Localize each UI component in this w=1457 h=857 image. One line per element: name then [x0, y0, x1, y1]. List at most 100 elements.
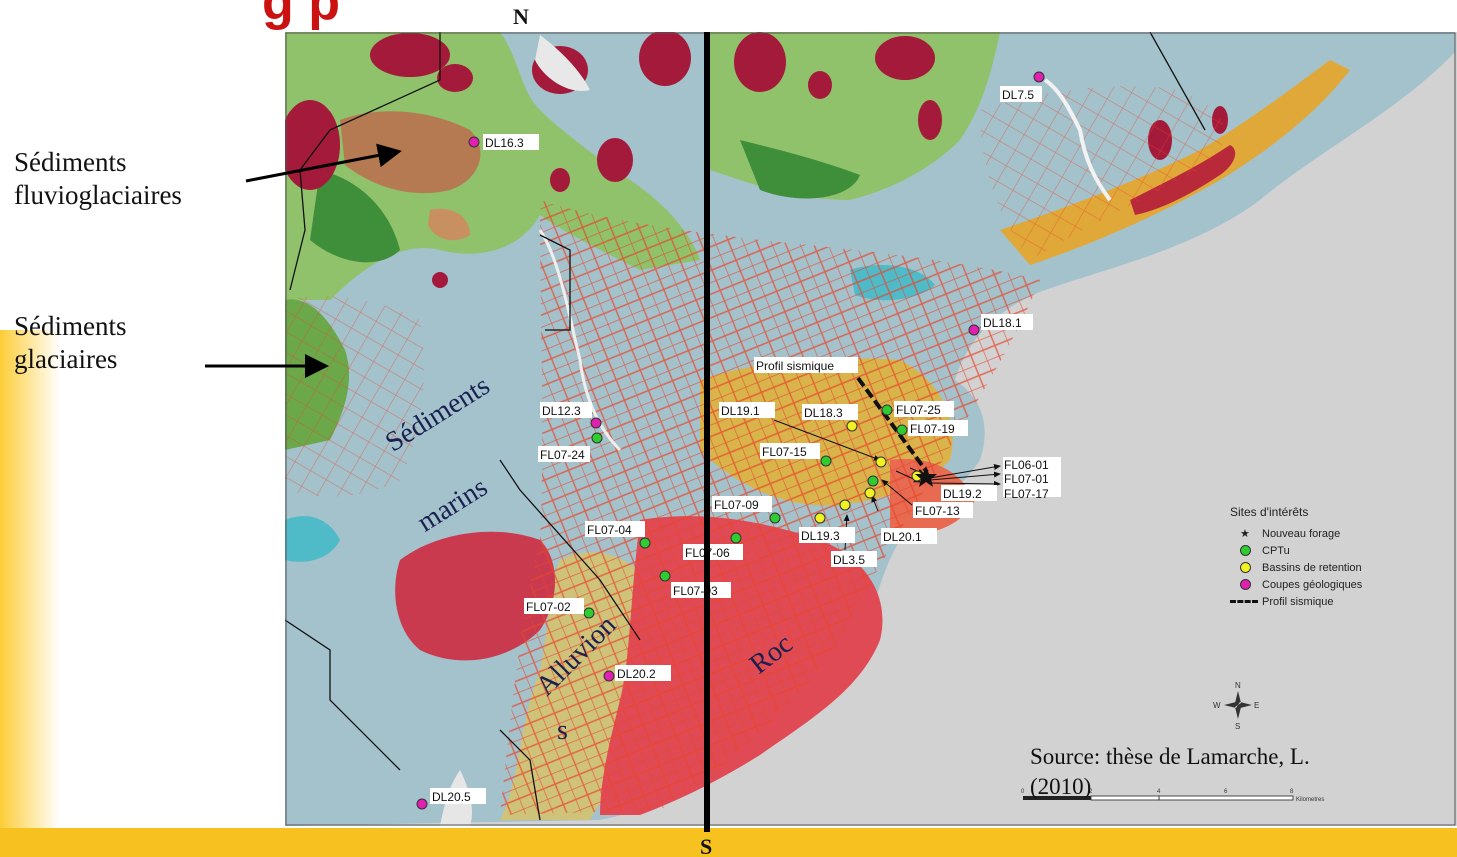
site-label-fl07-19: FL07-19 [910, 422, 955, 436]
marker-new-borehole [915, 466, 937, 487]
marker-fl07-15 [820, 455, 832, 467]
site-label-dl20-1: DL20.1 [883, 530, 922, 544]
label-fluvioglacial-line1: Sédiments [14, 147, 127, 177]
leader-arrows [773, 419, 1001, 551]
marker-dl18-3 [846, 420, 858, 432]
legend-label: Coupes géologiques [1262, 578, 1363, 591]
seismic-profile-line [856, 376, 929, 474]
site-label-fl07-15: FL07-15 [762, 445, 807, 459]
north-arrow-s: S [1235, 722, 1240, 731]
marker-dl20-5 [416, 798, 428, 810]
site-label-dl18-3: DL18.3 [804, 406, 843, 420]
scale-tick-2: 2 [1089, 789, 1093, 795]
road-network-east [980, 86, 1225, 260]
legend-item-sections: Coupes géologiques [1230, 576, 1362, 593]
magenta-dot-icon [1240, 578, 1262, 592]
star-icon: ★ [1240, 528, 1250, 540]
green-dot-icon [1240, 544, 1262, 558]
scale-tick-8: 8 [1290, 789, 1294, 795]
site-label-dl18-1: DL18.1 [983, 316, 1022, 330]
label-fluvioglacial-line2: fluvioglaciaires [14, 180, 182, 210]
marker-dl16-3 [468, 136, 480, 148]
road-network-west [285, 296, 424, 497]
scale-bar: 0 2 4 6 8 Kilometres [1021, 789, 1324, 803]
site-label-fl06-01: FL06-01 [1004, 458, 1049, 472]
marker-fl07-13 [867, 475, 879, 487]
dashed-line-icon [1230, 595, 1262, 609]
stream-ne [1043, 78, 1112, 202]
site-markers [416, 71, 1045, 810]
marker-dl19-3 [814, 512, 826, 524]
map-legend: Sites d'intérêts ★ Nouveau forage CPTu B… [1230, 505, 1362, 610]
site-label-group: DL7.5 DL16.3 DL18.1 DL12.3 FL07-24 Profi… [430, 86, 1061, 804]
legend-item-new-borehole: ★ Nouveau forage [1230, 525, 1362, 542]
glacial-dark-band [310, 170, 400, 263]
north-marker: N [513, 4, 529, 29]
yellow-dot-icon [1240, 561, 1262, 575]
fluvio-region [340, 111, 481, 194]
site-label-dl19-2: DL19.2 [943, 487, 982, 501]
left-gradient-decoration [0, 330, 60, 830]
scale-unit: Kilometres [1296, 797, 1324, 803]
site-label-dl20-5: DL20.5 [432, 790, 471, 804]
scale-tick-6: 6 [1224, 789, 1228, 795]
source-citation: Source: thèse de Lamarche, L. (2010) [1030, 742, 1310, 802]
legend-label: Nouveau forage [1262, 527, 1341, 540]
lake [535, 35, 590, 91]
marker-dl20-2 [603, 670, 615, 682]
site-label-fl07-04: FL07-04 [587, 523, 632, 537]
marker-fl07-06 [730, 532, 742, 544]
north-arrow-e: E [1254, 701, 1259, 710]
legend-label: CPTu [1262, 544, 1290, 557]
source-line2: (2010) [1030, 774, 1092, 799]
marker-fl07-24 [591, 432, 603, 444]
glacial-dark-band-2 [740, 140, 860, 199]
marker-fl07-25 [881, 404, 893, 416]
site-label-dl19-3: DL19.3 [801, 529, 840, 543]
site-label-dl19-1: DL19.1 [721, 404, 760, 418]
label-glacial-line1: Sédiments [14, 311, 127, 341]
marker-dl20-1 [864, 487, 876, 499]
legend-item-cptu: CPTu [1230, 542, 1362, 559]
site-label-fl07-01: FL07-01 [1004, 472, 1049, 486]
site-label-fl07-09: FL07-09 [714, 498, 759, 512]
north-south-line [704, 32, 710, 832]
scale-tick-0: 0 [1021, 789, 1025, 795]
legend-label: Profil sismique [1262, 595, 1334, 608]
map-frame [285, 32, 1456, 826]
marker-dl3-5 [839, 499, 851, 511]
site-label-dl3-5: DL3.5 [833, 553, 865, 567]
scale-tick-4: 4 [1157, 789, 1161, 795]
fluvio-region-small [428, 208, 470, 241]
marker-fl07-04 [639, 537, 651, 549]
admin-boundaries [285, 32, 1206, 821]
rock-region-southwest [395, 531, 555, 661]
site-label-fl07-02: FL07-02 [526, 600, 571, 614]
label-alluvions-2: s [557, 715, 568, 746]
site-label-profil-sismique: Profil sismique [756, 359, 834, 373]
geological-map: DL7.5 DL16.3 DL18.1 DL12.3 FL07-24 Profi… [285, 32, 1457, 826]
north-arrow-icon: N S E W [1213, 681, 1259, 731]
slide-title-fragment: g p [262, 0, 340, 31]
legend-label: Bassins de retention [1262, 561, 1362, 574]
north-arrow-w: W [1213, 701, 1221, 710]
marker-dl19-1 [875, 456, 887, 468]
legend-title: Sites d'intérêts [1230, 505, 1309, 519]
site-label-dl7-5: DL7.5 [1002, 88, 1034, 102]
cyan-patch-west [285, 516, 340, 562]
marker-fl07-09 [769, 512, 781, 524]
site-label-fl07-24: FL07-24 [540, 448, 585, 462]
marker-fl07-19 [896, 424, 908, 436]
site-label-dl12-3: DL12.3 [542, 404, 581, 418]
north-arrow-n: N [1235, 681, 1241, 690]
marker-dl18-1 [968, 324, 980, 336]
label-glacial-line2: glaciaires [14, 344, 118, 374]
label-fluvioglacial: Sédiments fluvioglaciaires [14, 146, 182, 212]
site-label-fl07-13: FL07-13 [915, 504, 960, 518]
site-label-dl20-2: DL20.2 [617, 667, 656, 681]
site-label-dl16-3: DL16.3 [485, 136, 524, 150]
bottom-yellow-band [0, 828, 1457, 857]
site-label-fl07-17: FL07-17 [1004, 487, 1049, 501]
